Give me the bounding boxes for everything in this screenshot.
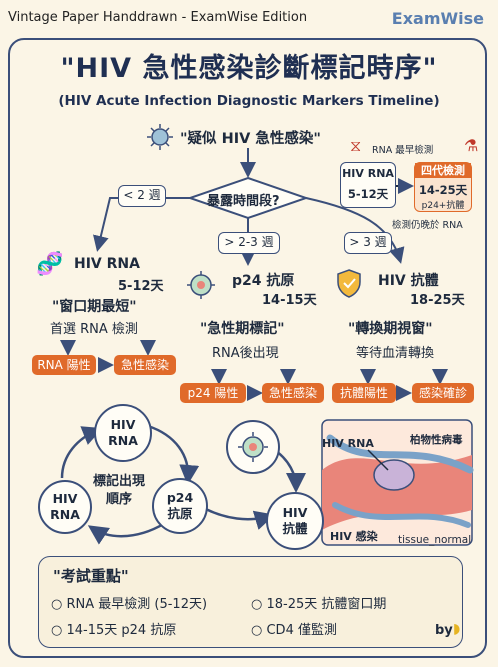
- cycle-arrow-4: [199, 504, 275, 530]
- key-point-3: ○ 14-15天 p24 抗原: [51, 623, 177, 638]
- cycle-node-virus: [226, 420, 280, 474]
- decision-question: 暴露時間段?: [207, 194, 280, 209]
- branch3-days: 18-25天: [410, 293, 465, 308]
- key-point-4-text: CD4 僅監測: [266, 623, 337, 638]
- inset-4thgen-box: 四代檢測 14-25天 p24+抗體: [414, 162, 472, 212]
- virus-icon: [186, 270, 216, 300]
- inset-rna-box: HIV RNA 5-12天: [340, 162, 396, 208]
- tissue-rna-label: HIV RNA: [322, 437, 374, 450]
- branch3-title: HIV 抗體: [378, 273, 439, 289]
- left-condition-label: < 2 週: [118, 185, 166, 207]
- cycle-node-antibody: HIV 抗體: [266, 492, 324, 550]
- inset-box2-days: 14-25天: [418, 183, 468, 197]
- page-title: "HIV 急性感染診斷標記時序": [60, 53, 438, 84]
- content-frame: [8, 38, 487, 658]
- dna-small-icon: ⧖: [350, 136, 362, 155]
- right-condition-label: > 3 週: [344, 232, 392, 254]
- tissue-illustration: [321, 419, 474, 546]
- mid-condition-label: > 2-3 週: [218, 232, 280, 254]
- cycle-arrow-1: [147, 424, 200, 485]
- branch1-quote: "窗口期最短": [52, 299, 137, 315]
- inset-box2-title: 四代檢測: [415, 163, 471, 178]
- inset-rna-label: RNA 最早檢測: [372, 145, 434, 156]
- edition-label: Vintage Paper Handdrawn - ExamWise Editi…: [8, 10, 308, 25]
- banana-icon: ◗: [453, 621, 461, 637]
- branch3-desc: 等待血清轉換: [356, 346, 435, 361]
- key-point-2-text: 18-25天 抗體窗口期: [266, 597, 387, 612]
- key-points-panel: "考試重點" ○ RNA 最早檢測 (5-12天) ○ 18-25天 抗體窗口期…: [38, 556, 463, 648]
- page-subtitle: (HIV Acute Infection Diagnostic Markers …: [58, 93, 440, 109]
- tissue-infection-label: HIV 感染: [330, 530, 378, 543]
- key-point-1: ○ RNA 最早檢測 (5-12天): [51, 597, 208, 612]
- virus-cycle-icon: [238, 432, 268, 462]
- shield-icon: [336, 268, 366, 300]
- branch1-pill-b: 急性感染: [114, 355, 176, 375]
- branch3-quote: "轉換期視窗": [348, 321, 433, 337]
- branch2-quote: "急性期標記": [200, 321, 285, 337]
- header-bar: Vintage Paper Handdrawn - ExamWise Editi…: [0, 0, 498, 34]
- key-point-3-text: 14-15天 p24 抗原: [66, 623, 177, 638]
- cycle-node-rna-top: HIV RNA: [94, 404, 152, 462]
- key-point-2: ○ 18-25天 抗體窗口期: [251, 597, 387, 612]
- branch1-desc: 首選 RNA 檢測: [50, 322, 138, 337]
- inset-box2-note: p24+抗體: [421, 201, 465, 211]
- cycle-center-label: 標記出現 順序: [93, 474, 146, 507]
- branch2-title: p24 抗原: [232, 273, 295, 289]
- branch1-days: 5-12天: [118, 279, 164, 294]
- inset-footnote: 檢測仍晚於 RNA: [392, 220, 463, 231]
- dna-icon: 🧬: [36, 252, 64, 277]
- inset-box1-days: 5-12天: [347, 187, 389, 201]
- key-point-1-text: RNA 最早檢測 (5-12天): [66, 597, 208, 612]
- test-tube-icon: ⚗: [464, 136, 479, 155]
- brand-logo[interactable]: ExamWise: [391, 9, 484, 28]
- branch3-pill-b: 感染確診: [412, 383, 474, 403]
- key-point-4: ○ CD4 僅監測: [251, 623, 337, 638]
- right-branch-arrow: [305, 197, 405, 264]
- cycle-node-p24: p24 抗原: [152, 478, 208, 534]
- cycle-node-rna-left: HIV RNA: [38, 480, 92, 534]
- branch2-days: 14-15天: [262, 293, 317, 308]
- tissue-normal-label: tissue_normal: [398, 534, 472, 546]
- branch3-pill-a: 抗體陽性: [332, 383, 396, 403]
- start-label: "疑似 HIV 急性感染": [180, 131, 321, 147]
- branch1-pill-a: RNA 陽性: [32, 355, 96, 375]
- branch2-pill-a: p24 陽性: [180, 383, 246, 403]
- tissue-dc-label: 柏物性病毒: [410, 434, 463, 446]
- signature-label: by: [435, 623, 453, 638]
- key-points-title: "考試重點": [53, 567, 129, 585]
- branch1-title: HIV RNA: [74, 256, 140, 272]
- branch2-desc: RNA後出現: [212, 346, 279, 361]
- branch2-pill-b: 急性感染: [262, 383, 324, 403]
- cycle-arrow-3: [60, 426, 103, 479]
- virus-start-icon: [146, 123, 174, 155]
- inset-box1-title: HIV RNA: [342, 167, 394, 180]
